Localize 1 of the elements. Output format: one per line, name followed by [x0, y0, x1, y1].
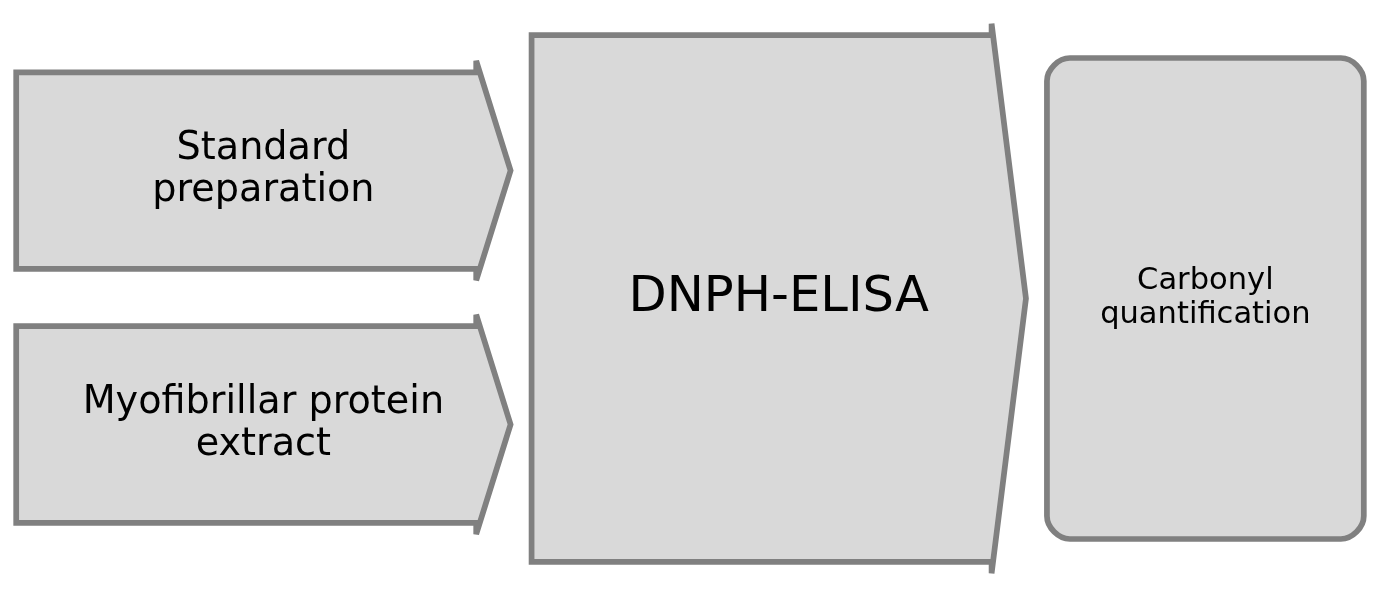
node-box: Carbonyl quantification: [1044, 55, 1367, 542]
